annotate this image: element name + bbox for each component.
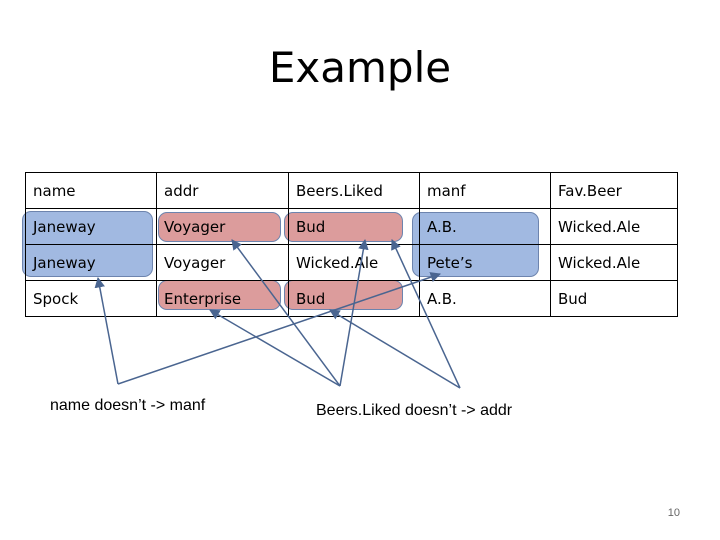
table-cell: Wicked.Ale bbox=[550, 208, 678, 245]
column-header: Beers.Liked bbox=[288, 172, 420, 209]
arrow-line bbox=[391, 239, 461, 389]
column-header: name bbox=[25, 172, 157, 209]
fd-label-beers-addr: Beers.Liked doesn’t -> addr bbox=[316, 402, 513, 419]
table-cell: Wicked.Ale bbox=[550, 244, 678, 281]
table-cell: A.B. bbox=[419, 208, 551, 245]
arrow-line bbox=[329, 309, 461, 389]
table-cell: Voyager bbox=[156, 244, 289, 281]
table-cell: Voyager bbox=[156, 208, 289, 245]
relation-table: name addr Beers.Liked manf Fav.Beer Jane… bbox=[25, 172, 678, 317]
arrow-line bbox=[117, 272, 441, 385]
table-header-row: name addr Beers.Liked manf Fav.Beer bbox=[25, 172, 678, 209]
arrow-line bbox=[339, 238, 369, 387]
table-cell: Janeway bbox=[25, 244, 157, 281]
fd-label-name-manf: name doesn’t -> manf bbox=[50, 397, 206, 414]
arrow-line bbox=[209, 309, 341, 387]
table-cell: Bud bbox=[550, 280, 678, 317]
table-cell: A.B. bbox=[419, 280, 551, 317]
slide-title: Example bbox=[268, 43, 452, 92]
column-header: addr bbox=[156, 172, 289, 209]
table-row: Spock Enterprise Bud A.B. Bud bbox=[25, 280, 678, 317]
column-header: Fav.Beer bbox=[550, 172, 678, 209]
arrow-line bbox=[231, 239, 341, 387]
table-row: Janeway Voyager Bud A.B. Wicked.Ale bbox=[25, 208, 678, 245]
arrow-line bbox=[94, 276, 119, 385]
table-cell: Pete’s bbox=[419, 244, 551, 281]
table-cell: Bud bbox=[288, 208, 420, 245]
page-number: 10 bbox=[667, 507, 680, 519]
